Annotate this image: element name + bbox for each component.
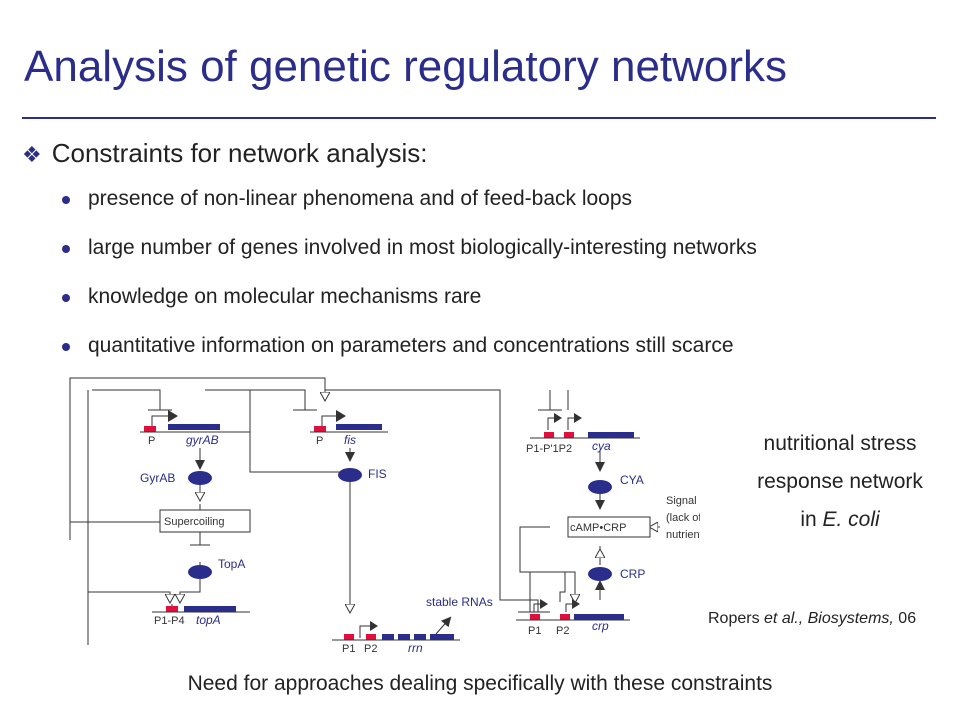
bullet-dot-icon — [62, 343, 70, 351]
crp-gene — [516, 599, 630, 621]
supercoiling-label: Supercoiling — [164, 516, 225, 528]
rrn-gene — [332, 616, 460, 641]
bullet-text: quantitative information on parameters a… — [88, 334, 734, 357]
list-item: knowledge on molecular mechanisms rare — [62, 280, 757, 329]
bullet-dot-icon — [62, 196, 70, 204]
signal-label-line-3: nutrients) — [666, 529, 700, 541]
caption-line: nutritional stress — [763, 432, 917, 455]
caption-organism: E. coli — [822, 508, 880, 531]
topa-protein-node — [188, 565, 212, 579]
fis-gene — [310, 410, 388, 433]
constraints-heading: ❖ Constraints for network analysis: — [22, 138, 427, 169]
list-item: presence of non-linear phenomena and of … — [62, 182, 757, 231]
topa-gene-label: topA — [196, 613, 221, 627]
crp-gene-label: crp — [592, 619, 609, 633]
cya-promoter-label: P1-P'1P2 — [526, 443, 572, 455]
constraints-list: presence of non-linear phenomena and of … — [62, 182, 757, 378]
fis-protein-label: FIS — [368, 467, 387, 481]
citation-journal: et al., Biosystems, — [764, 610, 894, 627]
fis-protein-node — [338, 468, 362, 482]
crp-p1-label: P1 — [528, 625, 541, 637]
fis-promoter-label: P — [316, 435, 323, 447]
stable-rnas-label: stable RNAs — [426, 595, 493, 609]
camp-crp-label: cAMP•CRP — [570, 522, 626, 534]
conclusion-text: Need for approaches dealing specifically… — [187, 672, 773, 695]
cya-gene-label: cya — [592, 439, 611, 453]
cya-protein-node — [588, 480, 612, 494]
citation-year: 06 — [893, 610, 917, 627]
fis-gene-label: fis — [344, 433, 356, 447]
gyrab-gene-label: gyrAB — [186, 433, 219, 447]
caption-prefix: in — [800, 508, 823, 531]
diamond-bullet-icon: ❖ — [22, 142, 42, 167]
list-item: large number of genes involved in most b… — [62, 231, 757, 280]
citation: Ropers et al., Biosystems, 06 — [708, 610, 916, 628]
crp-p2-label: P2 — [556, 625, 569, 637]
signal-label-line-2: (lack of — [666, 512, 700, 524]
topa-promoter-label: P1-P4 — [154, 615, 185, 627]
gyrab-promoter-label: P — [148, 435, 155, 447]
signal-label-line-1: Signal — [666, 495, 697, 507]
crp-protein-label: CRP — [620, 567, 645, 581]
bullet-dot-icon — [62, 245, 70, 253]
gyrab-protein-node — [188, 471, 212, 485]
rrn-p1-label: P1 — [342, 643, 355, 655]
cya-protein-label: CYA — [620, 473, 644, 487]
citation-author: Ropers — [708, 610, 765, 627]
list-item: quantitative information on parameters a… — [62, 329, 757, 378]
caption-line: response network — [757, 470, 923, 493]
gyrab-gene — [140, 410, 250, 433]
rrn-gene-label: rrn — [408, 641, 423, 655]
cya-gene — [530, 413, 640, 439]
supercoiling-box — [159, 509, 251, 533]
bullet-text: presence of non-linear phenomena and of … — [88, 187, 633, 210]
topa-gene — [152, 604, 250, 613]
topa-protein-label: TopA — [218, 557, 245, 571]
gyrab-protein-label: GyrAB — [140, 471, 175, 485]
rrn-p2-label: P2 — [364, 643, 377, 655]
title-divider — [22, 117, 936, 119]
constraints-heading-text: Constraints for network analysis: — [51, 138, 428, 168]
bullet-dot-icon — [62, 294, 70, 302]
crp-protein-node — [588, 567, 612, 581]
caption-line: in E. coli — [720, 501, 960, 539]
network-caption: nutritional stress response network in E… — [720, 425, 960, 539]
camp-crp-box — [567, 516, 651, 538]
bullet-text: large number of genes involved in most b… — [88, 236, 757, 259]
bullet-text: knowledge on molecular mechanisms rare — [88, 285, 482, 308]
slide-title: Analysis of genetic regulatory networks — [24, 42, 788, 91]
regulatory-network-diagram: P gyrAB GyrAB Supercoiling TopA P1-P4 to… — [69, 377, 700, 655]
